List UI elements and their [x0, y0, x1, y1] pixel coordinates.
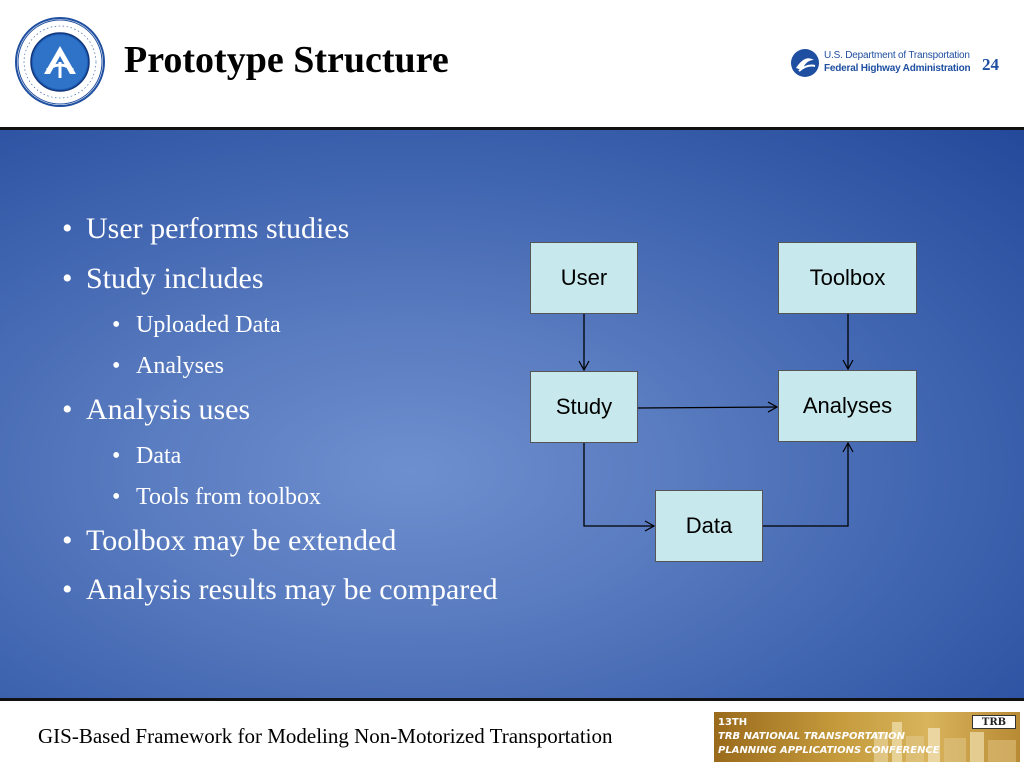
dot-seal-icon	[15, 17, 105, 107]
bullet-text: Analysis uses	[86, 393, 251, 426]
bullet-text: Analyses	[136, 353, 224, 379]
bullet-text: Study includes	[86, 262, 264, 295]
bullet-dot: •	[112, 484, 121, 510]
bullet-dot: •	[112, 443, 121, 469]
bullet-text: Uploaded Data	[136, 312, 281, 338]
sub-bullet-item: • Tools from toolbox	[112, 484, 321, 511]
bullet-dot: •	[112, 353, 121, 379]
sub-bullet-item: • Analyses	[112, 353, 224, 380]
page-number: 24	[982, 55, 999, 74]
bullet-item: • Study includes	[62, 262, 264, 296]
node-analyses: Analyses	[778, 370, 917, 442]
sub-bullet-item: • Uploaded Data	[112, 312, 281, 339]
bullet-text: Analysis results may be compared	[86, 573, 498, 606]
bullet-dot: •	[62, 212, 73, 245]
bullet-dot: •	[112, 312, 121, 338]
footer-title: GIS-Based Framework for Modeling Non-Mot…	[38, 724, 613, 748]
node-toolbox: Toolbox	[778, 242, 917, 314]
footer-divider	[0, 698, 1024, 701]
bullet-text: Toolbox may be extended	[86, 524, 397, 557]
slide-header: Prototype Structure U.S. Department of T…	[0, 0, 1024, 127]
trb-edition: 13TH	[718, 717, 748, 728]
node-study: Study	[530, 371, 638, 443]
trb-conference-banner: 13TH TRB NATIONAL TRANSPORTATION PLANNIN…	[714, 712, 1020, 762]
bullet-text: Tools from toolbox	[136, 484, 321, 510]
skyline-icon	[874, 722, 1016, 762]
bullet-item: • User performs studies	[62, 212, 349, 246]
fhwa-logo: U.S. Department of Transportation Federa…	[790, 48, 971, 80]
bullet-dot: •	[62, 393, 73, 426]
node-user: User	[530, 242, 638, 314]
bullet-text: Data	[136, 443, 182, 469]
bullet-dot: •	[62, 262, 73, 295]
trb-line-national: TRB NATIONAL TRANSPORTATION	[718, 731, 905, 742]
sub-bullet-item: • Data	[112, 443, 181, 470]
bullet-item: • Toolbox may be extended	[62, 524, 396, 558]
header-divider	[0, 127, 1024, 130]
fhwa-line-administration: Federal Highway Administration	[824, 63, 971, 74]
trb-badge: TRB	[972, 715, 1016, 729]
trb-line-conference: PLANNING APPLICATIONS CONFERENCE	[718, 745, 940, 756]
bullet-item: • Analysis uses	[62, 393, 250, 427]
bullet-item: • Analysis results may be compared	[62, 573, 498, 607]
fhwa-line-department: U.S. Department of Transportation	[824, 50, 970, 61]
fhwa-emblem-icon	[791, 49, 819, 77]
node-data: Data	[655, 490, 763, 562]
bullet-dot: •	[62, 573, 73, 606]
bullet-dot: •	[62, 524, 73, 557]
bullet-text: User performs studies	[86, 212, 350, 245]
slide-title: Prototype Structure	[124, 39, 449, 81]
